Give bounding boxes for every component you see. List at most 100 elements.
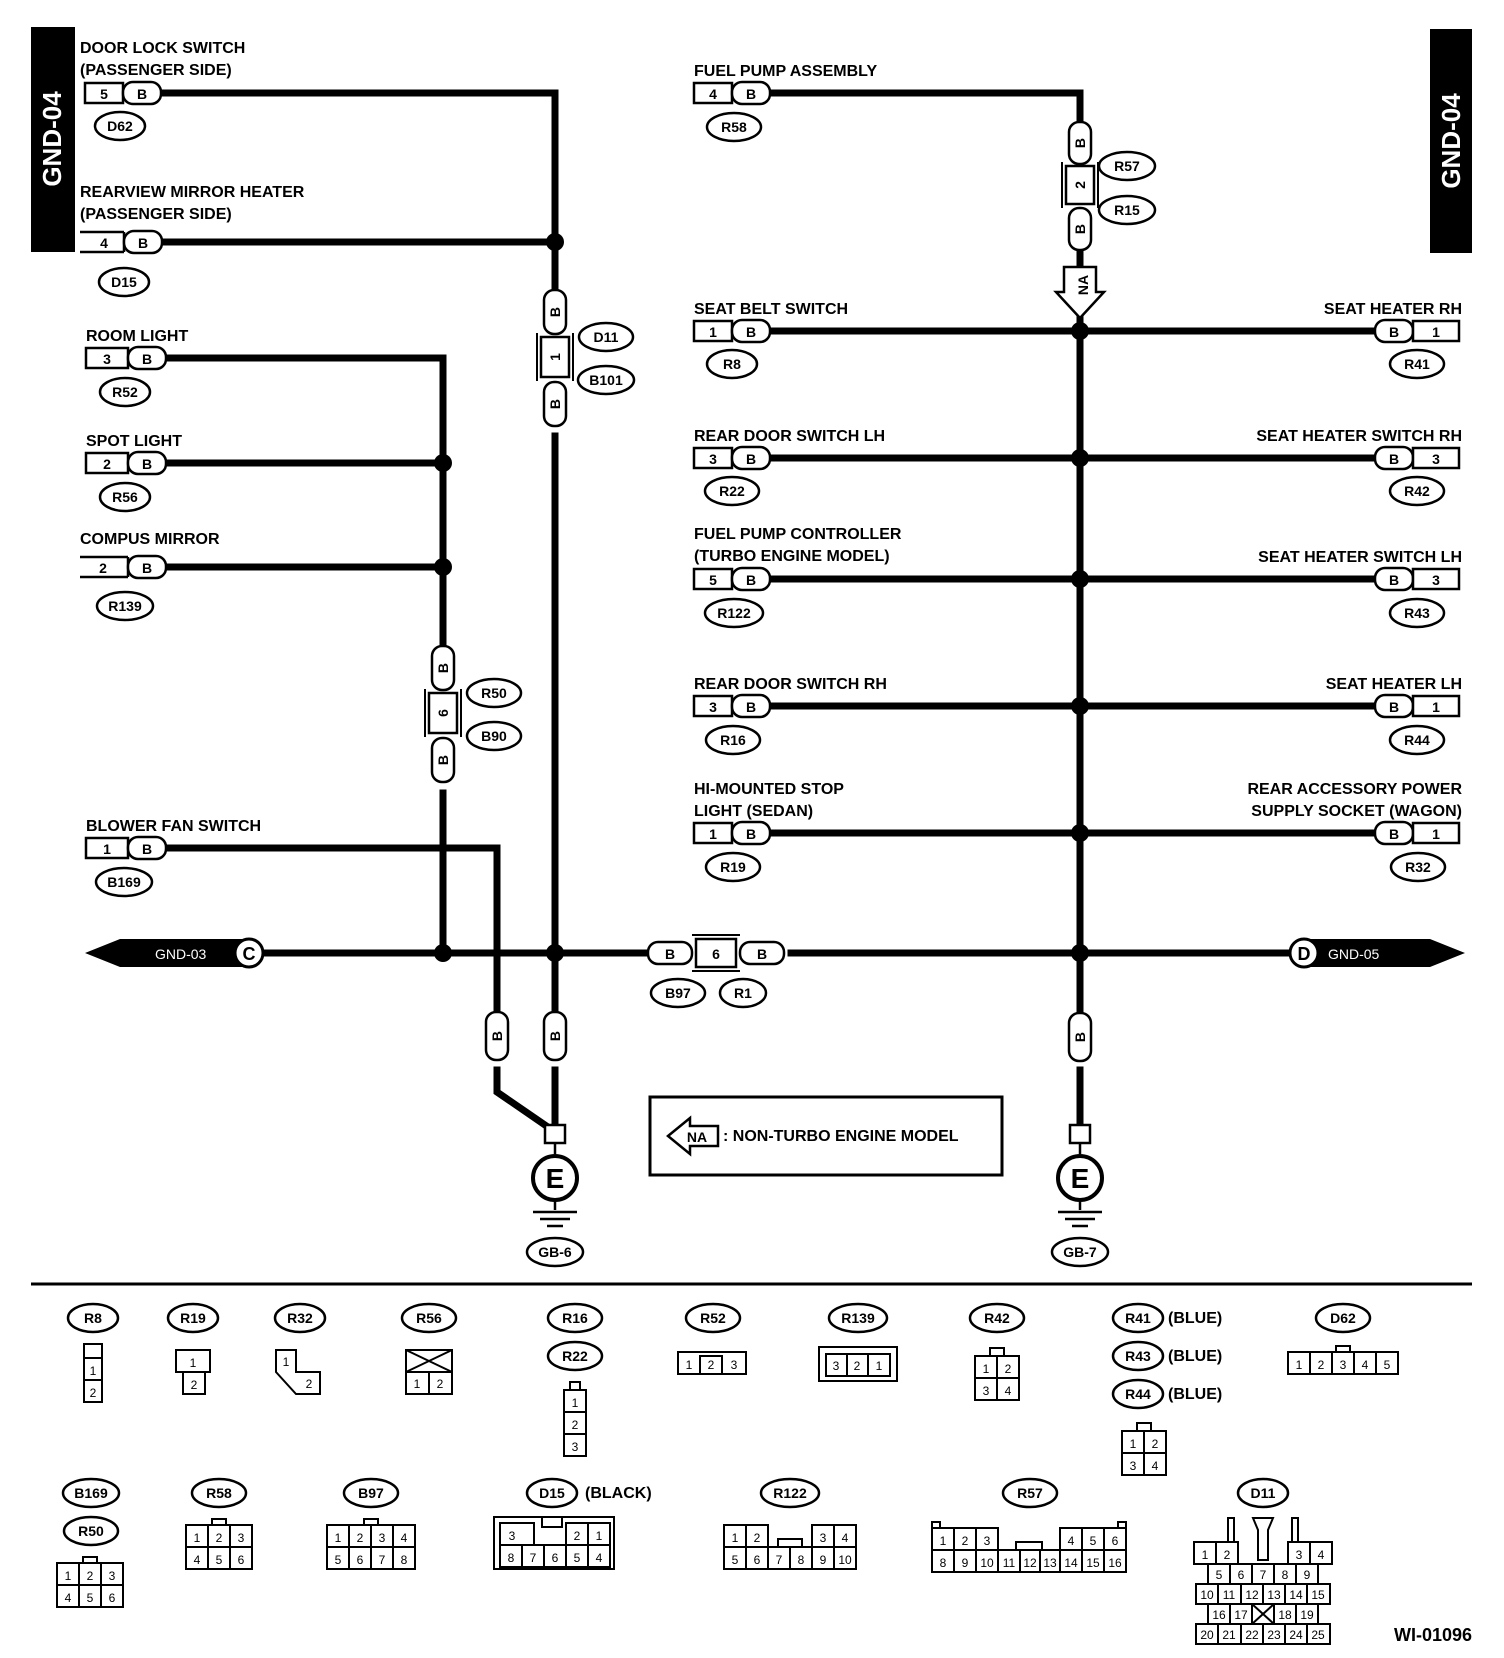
rear-acc-wire: B (1389, 826, 1399, 842)
cv-r43-color: (BLUE) (1168, 1348, 1222, 1365)
room-conn: R52 (112, 384, 138, 400)
component-blower-fan-switch: BLOWER FAN SWITCH 1 B B169 (84, 818, 261, 898)
fp-ctrl-name-2: (TURBO ENGINE MODEL) (694, 548, 890, 565)
junction-dots (434, 233, 1089, 962)
seat-belt-name: SEAT BELT SWITCH (694, 301, 848, 318)
svg-text:4: 4 (1362, 1358, 1369, 1372)
svg-text:7: 7 (530, 1551, 537, 1565)
svg-text:1: 1 (283, 1355, 290, 1369)
seat-belt-conn: R8 (723, 356, 741, 372)
door-lock-name-2: (PASSENGER SIDE) (80, 62, 232, 79)
component-rear-door-switch-rh: REAR DOOR SWITCH RH 3 B R16 (692, 676, 887, 756)
cv-d11: D11 1 2 3 4 5 6 7 8 9 10 11 12 13 14 15 … (1193, 1477, 1333, 1645)
svg-text:3: 3 (833, 1359, 840, 1373)
inline-d11-b101: B 1 B D11 B101 (536, 288, 636, 428)
fp-ctrl-pin: 5 (709, 572, 717, 588)
svg-text:1: 1 (876, 1359, 883, 1373)
component-fuel-pump-controller: FUEL PUMP CONTROLLER (TURBO ENGINE MODEL… (692, 526, 902, 629)
seat-heater-rh-wire: B (1389, 324, 1399, 340)
compus-pin: 2 (99, 560, 107, 576)
svg-text:2: 2 (357, 1531, 364, 1545)
bus-left-marker-label: C (243, 944, 256, 964)
svg-text:9: 9 (820, 1553, 827, 1567)
component-seat-belt-switch: SEAT BELT SWITCH 1 B R8 (692, 301, 848, 380)
na-tag: NA (1053, 265, 1107, 320)
component-rear-accessory-socket: REAR ACCESSORY POWER SUPPLY SOCKET (WAGO… (1247, 781, 1462, 883)
sh-switch-rh-wire: B (1389, 451, 1399, 467)
gb6-wire-a: B (489, 1031, 505, 1041)
hi-stop-name-2: LIGHT (SEDAN) (694, 803, 813, 820)
svg-text:4: 4 (1068, 1534, 1075, 1548)
spot-wire: B (142, 456, 152, 472)
svg-text:4: 4 (1318, 1548, 1325, 1562)
cv-d15: D15 (BLACK) 3 2 1 8 7 6 5 4 (493, 1477, 652, 1570)
hi-stop-pin: 1 (709, 826, 717, 842)
svg-text:4: 4 (194, 1553, 201, 1567)
svg-text:6: 6 (552, 1551, 559, 1565)
spot-conn: R56 (112, 489, 138, 505)
compus-name: COMPUS MIRROR (80, 531, 220, 548)
door-lock-name-1: DOOR LOCK SWITCH (80, 40, 245, 57)
cv-r57: R57 1 2 3 4 5 6 8 9 10 11 12 13 14 15 16 (931, 1477, 1127, 1573)
svg-text:1: 1 (414, 1377, 421, 1391)
svg-text:16: 16 (1212, 1608, 1226, 1622)
seat-heater-lh-name: SEAT HEATER LH (1326, 676, 1462, 693)
cv-r50-label: R50 (78, 1523, 104, 1539)
svg-text:4: 4 (65, 1591, 72, 1605)
svg-text:2: 2 (1318, 1358, 1325, 1372)
cv-b97-label: B97 (358, 1485, 384, 1501)
svg-text:7: 7 (776, 1553, 783, 1567)
b97-right-label: R1 (734, 985, 752, 1001)
rear-door-rh-name: REAR DOOR SWITCH RH (694, 676, 887, 693)
rear-door-lh-wire: B (746, 451, 756, 467)
svg-text:10: 10 (980, 1556, 994, 1570)
seat-heater-lh-wire: B (1389, 699, 1399, 715)
cv-r22-label: R22 (562, 1348, 588, 1364)
legend-na-symbol: NA (687, 1129, 707, 1145)
r50-wire-bottom: B (435, 755, 451, 765)
svg-text:11: 11 (1223, 1588, 1236, 1602)
b97-wire-left: B (665, 946, 675, 962)
mirror-name-2: (PASSENGER SIDE) (80, 206, 232, 223)
svg-text:8: 8 (940, 1556, 947, 1570)
svg-text:5: 5 (1090, 1534, 1097, 1548)
mirror-conn: D15 (111, 274, 137, 290)
cv-b169-r50: B169 R50 1 2 3 4 5 6 (56, 1477, 124, 1608)
svg-text:1: 1 (335, 1531, 342, 1545)
svg-text:2: 2 (754, 1531, 761, 1545)
inline-r50-b90: B 6 B R50 B90 (424, 644, 523, 784)
svg-text:6: 6 (238, 1553, 245, 1567)
svg-text:13: 13 (1267, 1588, 1281, 1602)
component-seat-heater-lh: SEAT HEATER LH B 1 R44 (1326, 676, 1462, 756)
inline-b97-r1: B 6 B B97 R1 (646, 934, 786, 1009)
cv-r139: R139 3 2 1 (818, 1302, 898, 1382)
ground-gb7: E GB-7 (1050, 1123, 1110, 1268)
svg-text:21: 21 (1222, 1628, 1236, 1642)
sh-switch-rh-name: SEAT HEATER SWITCH RH (1256, 428, 1462, 445)
svg-text:1: 1 (1130, 1437, 1137, 1451)
rear-acc-pin: 1 (1432, 826, 1440, 842)
svg-text:9: 9 (962, 1556, 969, 1570)
gb6-label: GB-6 (538, 1244, 572, 1260)
svg-text:2: 2 (306, 1377, 313, 1391)
rear-door-lh-name: REAR DOOR SWITCH LH (694, 428, 885, 445)
component-room-light: ROOM LIGHT 3 B R52 (84, 328, 188, 408)
seat-heater-rh-name: SEAT HEATER RH (1324, 301, 1462, 318)
compus-conn: R139 (108, 598, 142, 614)
component-mirror-heater: REARVIEW MIRROR HEATER (PASSENGER SIDE) … (80, 184, 305, 298)
svg-text:3: 3 (731, 1358, 738, 1372)
blower-name: BLOWER FAN SWITCH (86, 818, 261, 835)
seat-heater-rh-pin: 1 (1432, 324, 1440, 340)
svg-text:3: 3 (1340, 1358, 1347, 1372)
cv-r41-color: (BLUE) (1168, 1310, 1222, 1327)
fuel-pump-wire: B (746, 86, 756, 102)
door-lock-wire: B (137, 86, 147, 102)
svg-text:5: 5 (216, 1553, 223, 1567)
svg-text:15: 15 (1311, 1588, 1325, 1602)
hi-stop-wire: B (746, 826, 756, 842)
r57-wire-bottom: B (1072, 224, 1088, 234)
cv-r122-label: R122 (773, 1485, 807, 1501)
room-pin: 3 (103, 351, 111, 367)
bus-right-marker-label: D (1298, 944, 1311, 964)
